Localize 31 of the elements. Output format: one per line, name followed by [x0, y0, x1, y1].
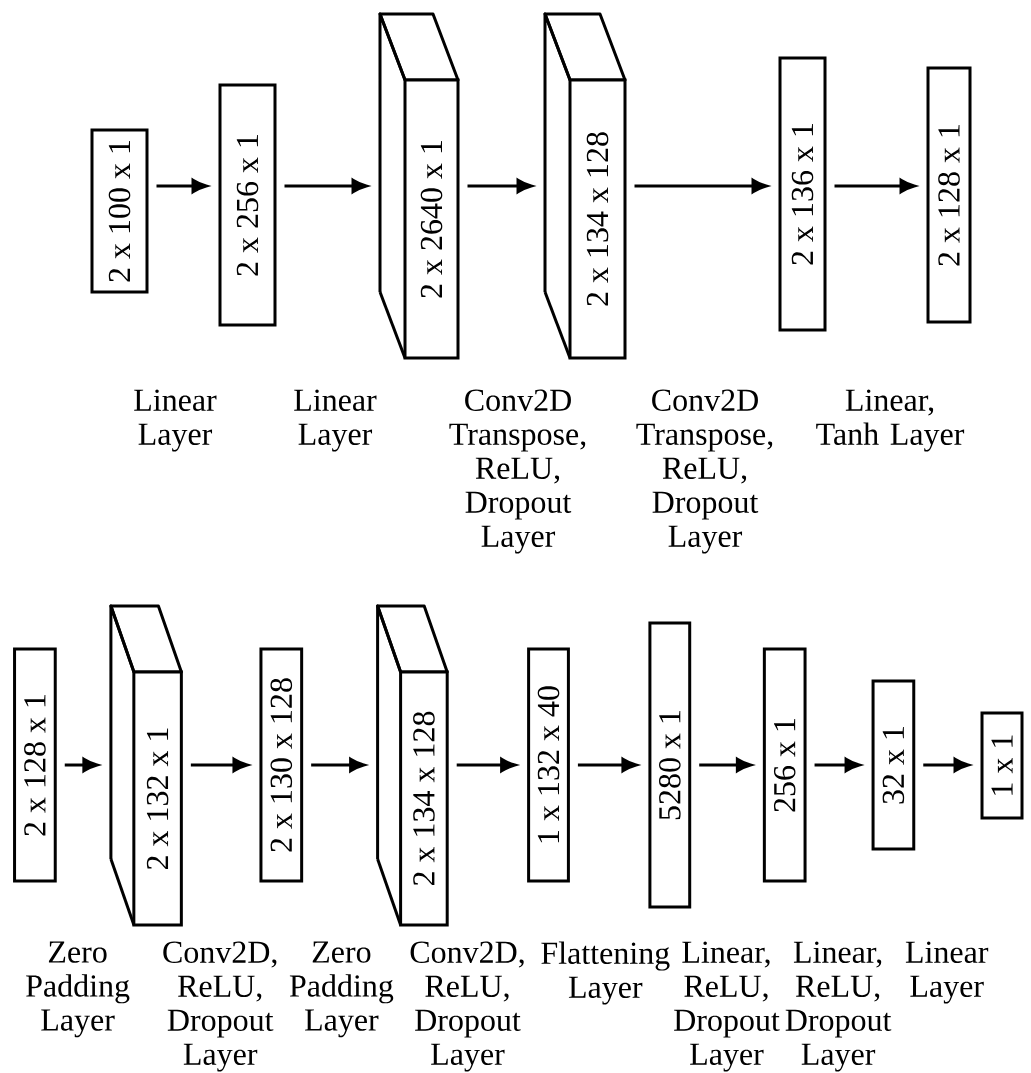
layer-box: 2 x 136 x 1: [778, 56, 827, 332]
layer-caption: Zero Padding Layer: [26, 941, 130, 1038]
layer-box: 2 x 128 x 1: [13, 647, 57, 883]
arrow: [311, 757, 366, 773]
layer-caption: Conv2D, ReLU, Dropout Layer: [410, 941, 524, 1072]
arrow: [64, 757, 99, 773]
layer-box: 2 x 130 x 128: [259, 647, 304, 883]
layer-caption: Conv2D Transpose, ReLU, Dropout Layer: [636, 389, 773, 554]
layer-caption: Linear Layer: [905, 941, 989, 1004]
layer-box: 5280 x 1: [648, 621, 692, 909]
layer-box: 256 x 1: [762, 647, 807, 883]
layer-caption: Conv2D Transpose, ReLU, Dropout Layer: [449, 389, 586, 554]
layer-caption: Linear, ReLU, Dropout Layer: [674, 941, 780, 1072]
layer-box: 32 x 1: [871, 679, 916, 851]
layer-caption: Conv2D, ReLU, Dropout Layer: [163, 941, 277, 1072]
layer-box: 1 x 132 x 40: [527, 647, 570, 883]
layer-block-drawing: 2 x 2640 x 1: [378, 12, 460, 360]
layer-caption: Linear Layer: [294, 389, 377, 452]
layer-box: 2 x 256 x 1: [218, 83, 277, 327]
layer-box: 2 x 100 x 1: [90, 128, 149, 294]
arrow: [456, 757, 517, 773]
layer-block-drawing: 2 x 134 x 128: [543, 12, 627, 360]
layer-block-drawing: 2 x 134 x 128: [376, 604, 449, 927]
layer-caption: Linear, Tanh Layer: [816, 389, 965, 452]
layer-box: 1 x 1: [980, 711, 1024, 820]
layer-caption: Zero Padding Layer: [289, 941, 394, 1038]
layer-block-drawing: 2 x 132 x 1: [109, 604, 183, 927]
layer-caption: Flattening Layer: [541, 941, 670, 1005]
layer-caption: Linear, ReLU, Dropout Layer: [785, 941, 892, 1072]
layer-box: 2 x 128 x 1: [926, 66, 972, 324]
layer-caption: Linear Layer: [134, 389, 217, 452]
